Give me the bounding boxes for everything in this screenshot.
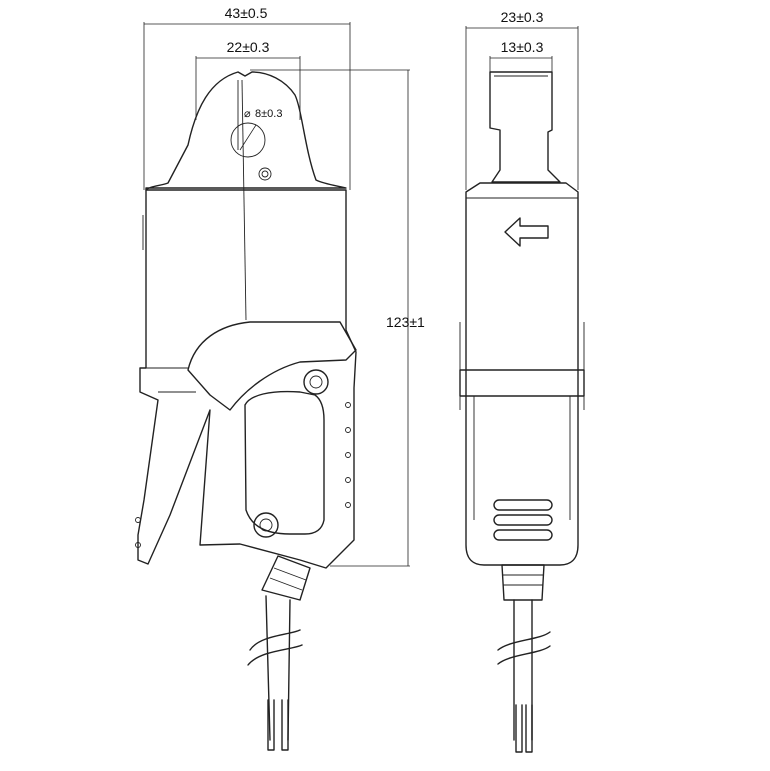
dim-side-jaw-width: 13±0.3 bbox=[501, 39, 544, 55]
side-dimensions bbox=[465, 26, 579, 190]
front-cable-leads bbox=[267, 699, 289, 751]
dim-overall-width: 43±0.5 bbox=[225, 5, 268, 21]
grip-dots bbox=[135, 402, 351, 548]
jaw-split-line bbox=[241, 79, 247, 321]
direction-arrow-icon bbox=[504, 217, 549, 247]
side-view bbox=[459, 71, 585, 753]
side-strain-relief bbox=[501, 564, 545, 601]
rivet bbox=[258, 167, 272, 181]
vent-slots bbox=[493, 499, 553, 541]
dim-hole-diameter: 8±0.3 bbox=[255, 108, 282, 120]
side-cable-leads bbox=[515, 704, 533, 753]
measurement-hole bbox=[230, 122, 266, 158]
front-trigger bbox=[187, 321, 357, 411]
front-view bbox=[135, 71, 357, 751]
front-jaw-outline bbox=[145, 71, 347, 191]
dim-side-width: 23±0.3 bbox=[501, 9, 544, 25]
side-jaw bbox=[489, 71, 561, 183]
front-grip-panel bbox=[244, 390, 325, 535]
dim-hole-symbol: ⌀ bbox=[244, 108, 251, 120]
dim-overall-length: 123±1 bbox=[386, 314, 425, 330]
side-band bbox=[459, 369, 585, 397]
front-dimensions bbox=[143, 22, 410, 567]
dim-jaw-opening: 22±0.3 bbox=[227, 39, 270, 55]
screw-lower bbox=[253, 512, 279, 538]
front-strain-relief bbox=[261, 555, 311, 601]
front-body-outline bbox=[137, 189, 357, 569]
side-body-outline bbox=[465, 182, 579, 566]
screw-upper bbox=[303, 369, 329, 395]
front-cable bbox=[265, 595, 291, 741]
